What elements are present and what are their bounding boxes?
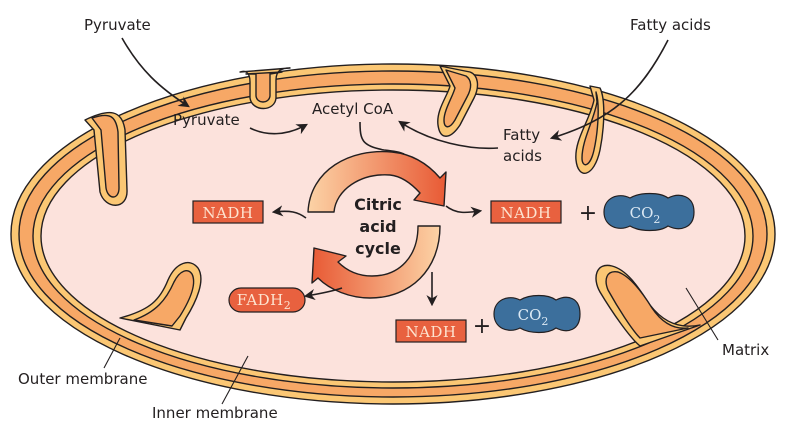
label-pyruvate-outside: Pyruvate: [84, 16, 151, 34]
citric-acid-cycle: [307, 150, 447, 299]
svg-text:CO2: CO2: [630, 204, 661, 226]
svg-text:NADH: NADH: [202, 204, 253, 222]
leader-outer-membrane: [103, 337, 121, 369]
pathway-arrows: [121, 37, 669, 307]
label-pyruvate-inside: Pyruvate: [173, 111, 240, 129]
cristae: [84, 65, 701, 347]
label-outer-membrane: Outer membrane: [18, 370, 147, 388]
arrow-fattyacids-to-acetyl: [398, 120, 499, 150]
cycle-arrow-bottom: [311, 225, 441, 299]
fadh2: FADH2: [228, 287, 306, 313]
arrow-fattyacids-entry: [549, 39, 669, 141]
plus-bottom: +: [473, 314, 491, 339]
co2-right: CO2: [603, 192, 695, 232]
arrow-pyruvate-entry: [121, 37, 190, 108]
label-inner-membrane: Inner membrane: [152, 404, 278, 422]
label-acetyl-coa: Acetyl CoA: [312, 100, 394, 118]
leader-inner-membrane: [221, 355, 249, 405]
label-fatty-acids-inside-1: Fatty: [503, 126, 540, 144]
arrow-pyruvate-to-acetyl: [249, 123, 308, 135]
label-cycle-3: cycle: [355, 239, 401, 258]
plus-right: +: [579, 201, 597, 226]
svg-text:NADH: NADH: [405, 323, 456, 341]
svg-text:NADH: NADH: [500, 204, 551, 222]
label-fatty-acids-inside-2: acids: [503, 147, 542, 165]
svg-text:CO2: CO2: [518, 306, 549, 328]
svg-text:FADH2: FADH2: [237, 291, 292, 312]
arrow-to-fadh2: [303, 287, 343, 301]
label-cycle-1: Citric: [354, 195, 402, 214]
leader-matrix: [685, 287, 719, 341]
cycle-arrow-top: [307, 150, 447, 213]
co2-bottom: CO2: [493, 294, 581, 334]
nadh-left: NADH: [192, 200, 264, 224]
nadh-bottom: NADH: [395, 319, 467, 343]
label-matrix: Matrix: [722, 341, 769, 359]
arrow-to-nadh-right: [445, 205, 483, 218]
label-fatty-acids-outside: Fatty acids: [630, 16, 711, 34]
arrow-acetyl-to-cycle: [359, 121, 405, 155]
nadh-right: NADH: [490, 200, 562, 224]
leader-lines: [103, 287, 719, 405]
arrow-to-nadh-left: [271, 205, 307, 219]
label-cycle-2: acid: [359, 217, 396, 236]
